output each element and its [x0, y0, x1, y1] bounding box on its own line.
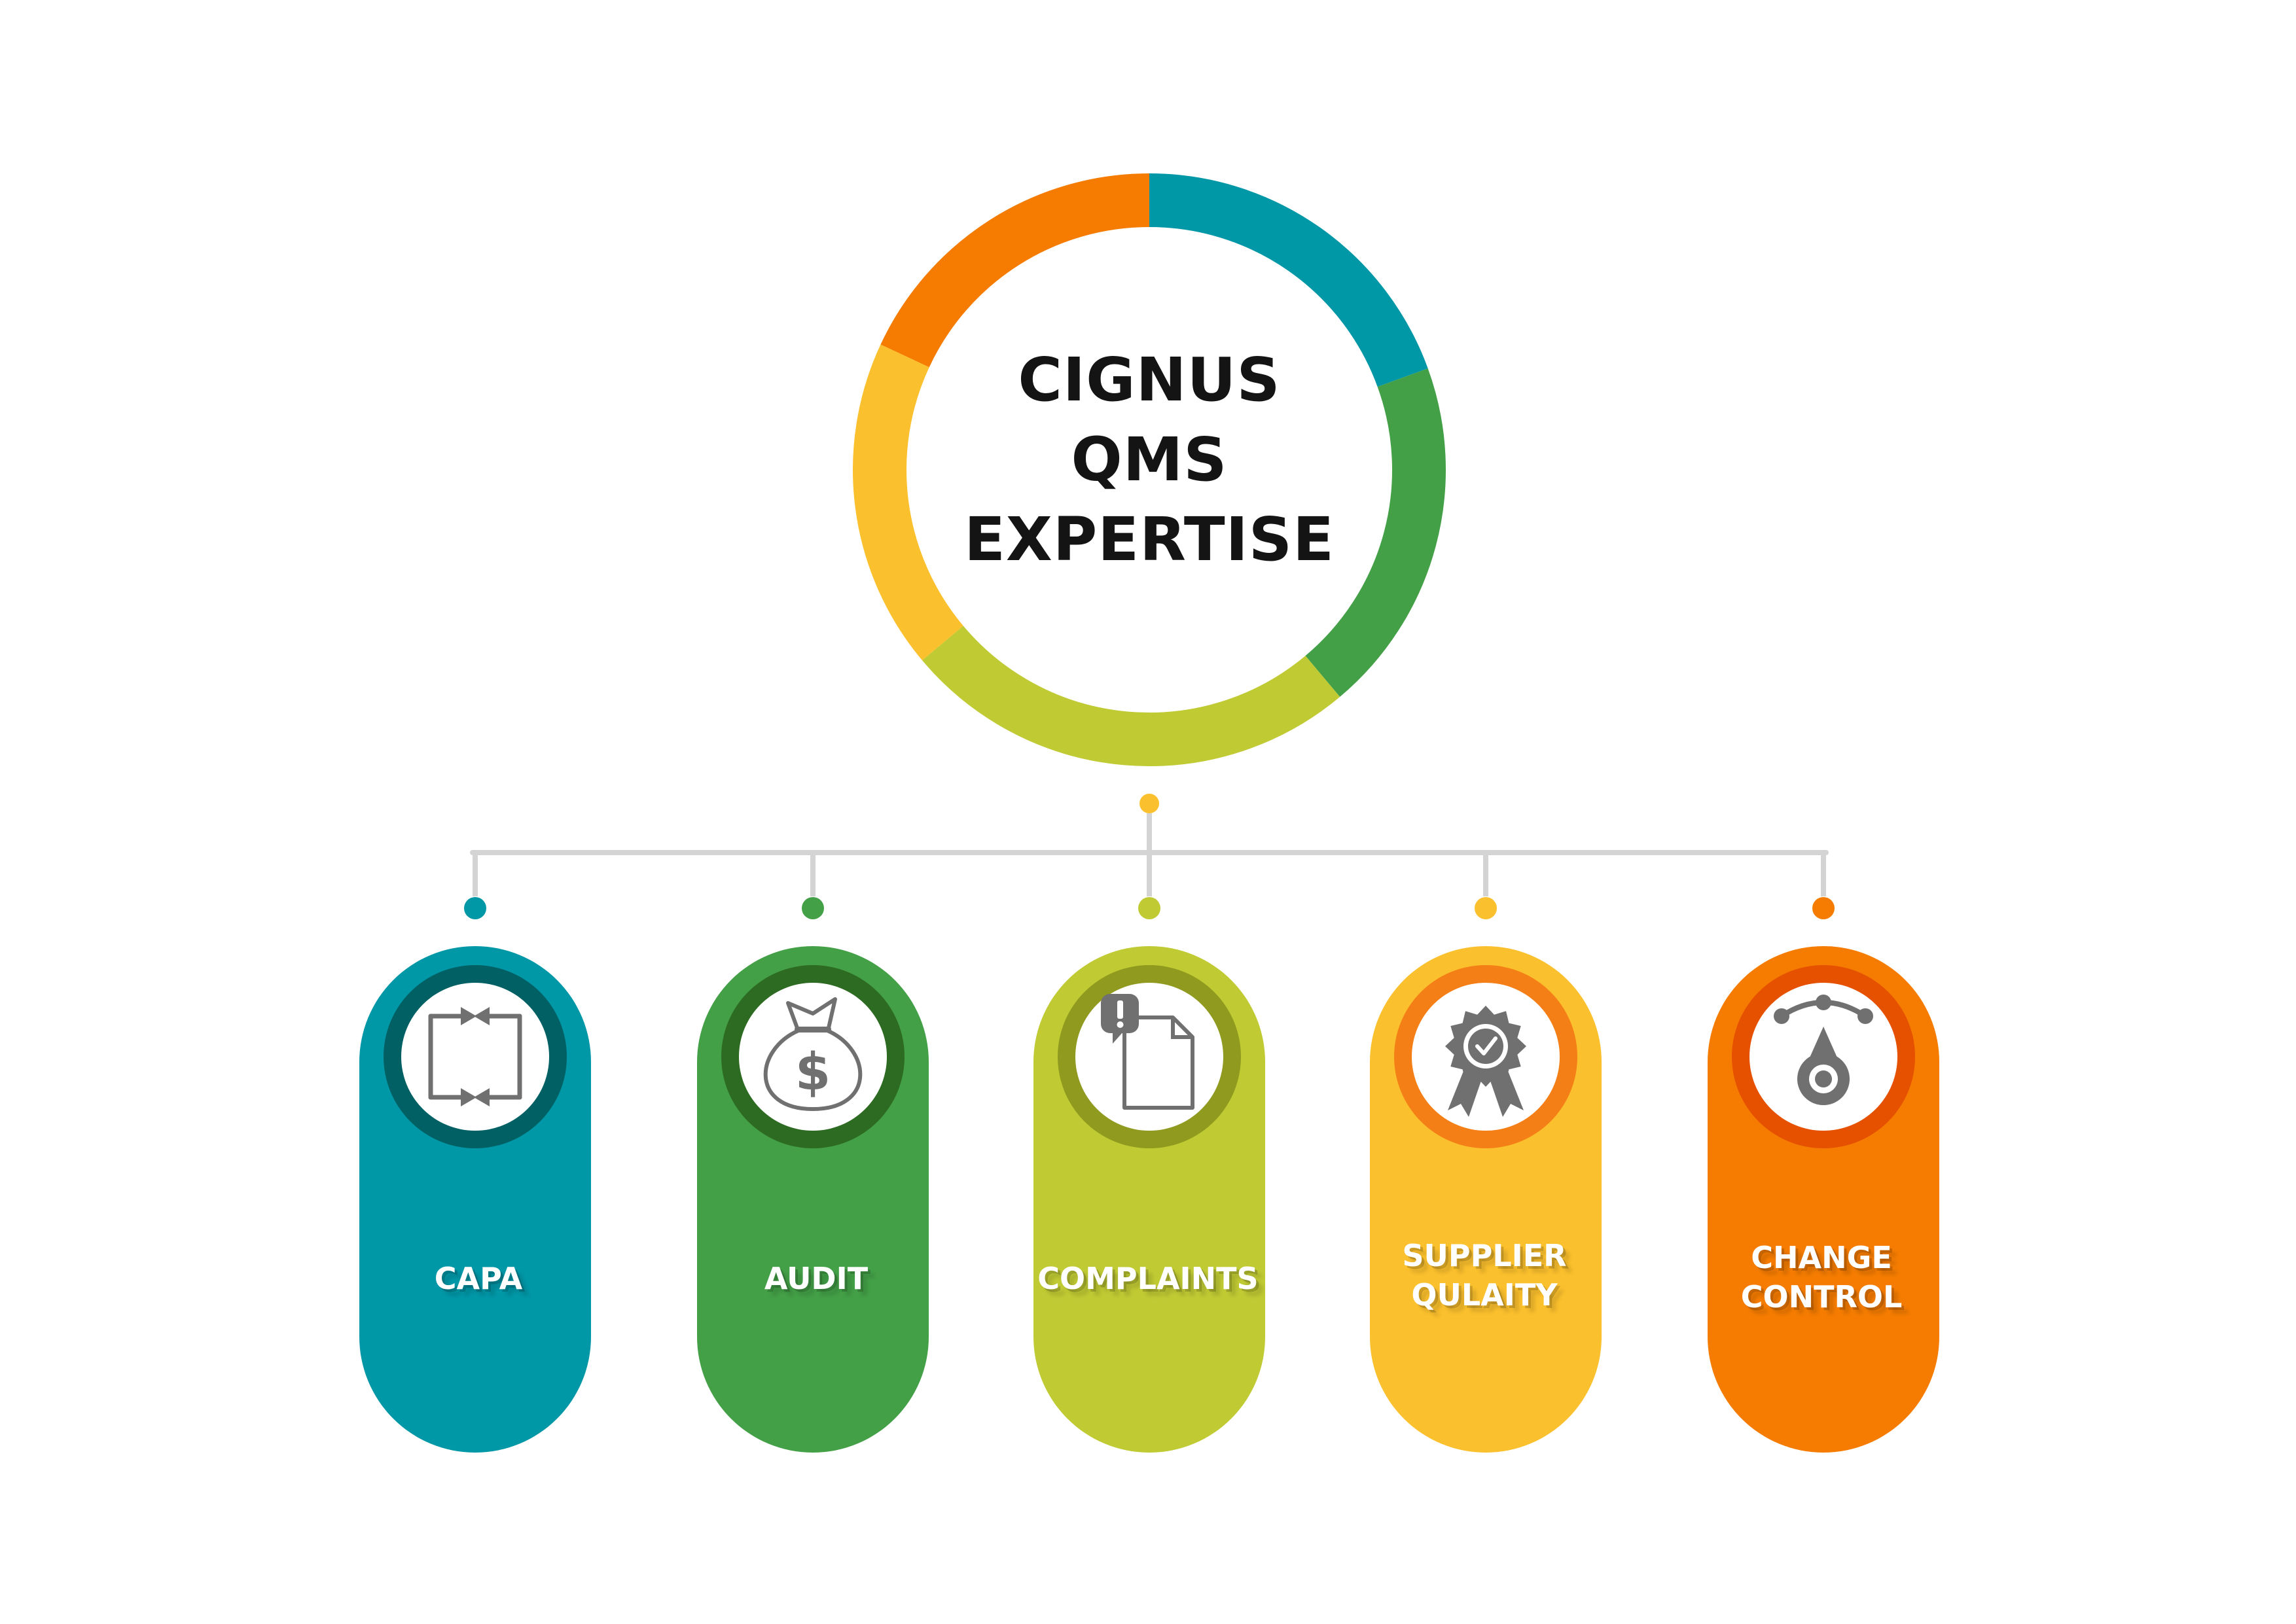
center-title-line-2: QMS — [1071, 425, 1228, 495]
branch-connector-dot — [802, 897, 824, 919]
pill-cards: $ — [359, 946, 1939, 1453]
ring-segment-yellow — [853, 344, 964, 661]
ring-segment-lime — [922, 626, 1340, 766]
connector-tree — [464, 794, 1835, 919]
center-title: CIGNUS QMS EXPERTISE — [920, 340, 1378, 580]
capa-cycle-icon — [428, 1007, 522, 1106]
root-connector-dot — [1139, 794, 1159, 813]
svg-text:$: $ — [795, 1043, 831, 1102]
branch-connector-dot — [464, 897, 486, 919]
pill-label-complaints-line-1: COMPLAINTS — [1037, 1261, 1259, 1296]
pill-label-capa-line-1: CAPA — [434, 1261, 523, 1296]
center-circle-fill — [905, 226, 1393, 714]
quality-badge-icon — [1445, 1006, 1526, 1117]
complaint-document-icon — [1101, 994, 1194, 1110]
ring-segment-green — [1305, 368, 1446, 697]
center-title-line-1: CIGNUS — [1018, 345, 1281, 415]
pill-label-audit-line-1: AUDIT — [764, 1261, 869, 1296]
center-title-line-3: EXPERTISE — [964, 504, 1335, 574]
branch-connector-dot — [1475, 897, 1497, 919]
ring-segment-orange — [880, 173, 1150, 368]
pill-label-supplier-quality-line-1: SUPPLIER — [1402, 1238, 1567, 1273]
pill-label-complaints: COMPLAINTS — [1030, 1259, 1266, 1298]
pill-label-change-control: CHANGE CONTROL — [1704, 1238, 1939, 1316]
money-bag-icon: $ — [763, 997, 863, 1112]
change-dial-icon — [1774, 995, 1873, 1105]
branch-connector-dot — [1138, 897, 1160, 919]
pill-label-supplier-quality: SUPPLIER QULAITY — [1367, 1236, 1602, 1315]
icon-disc-audit — [739, 983, 887, 1131]
pill-capa — [359, 946, 591, 1453]
pill-supplier-quality — [1370, 946, 1602, 1453]
pill-label-audit: AUDIT — [698, 1259, 934, 1298]
center-ring — [853, 173, 1446, 766]
pill-audit: $ — [697, 946, 929, 1453]
branch-connector-dot — [1812, 897, 1835, 919]
pill-label-capa: CAPA — [361, 1259, 596, 1298]
ring-segment-teal — [1149, 173, 1428, 387]
icon-disc-capa — [401, 983, 549, 1131]
pill-label-supplier-quality-line-2: QULAITY — [1411, 1277, 1558, 1313]
pill-change-control — [1708, 946, 1939, 1453]
pill-label-change-control-line-1: CHANGE — [1751, 1240, 1892, 1275]
pill-complaints — [1033, 946, 1265, 1453]
pill-label-change-control-line-2: CONTROL — [1740, 1279, 1903, 1315]
